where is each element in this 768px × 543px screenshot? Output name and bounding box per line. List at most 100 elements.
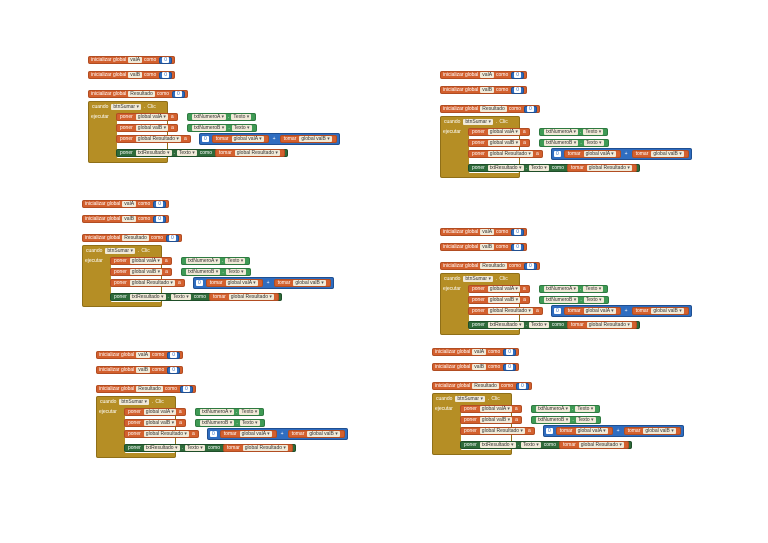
component-dropdown[interactable]: txtResultado [487,165,524,171]
number-value[interactable]: 0 [210,431,217,437]
number-block[interactable]: 0 [180,385,193,393]
var-dropdown[interactable]: global valB [135,125,169,131]
component-dropdown[interactable]: txtResultado [487,322,524,328]
number-value[interactable]: 0 [527,263,534,269]
var-dropdown[interactable]: global valA [487,286,520,292]
get-global-valA-block[interactable]: tomar global valA [563,150,621,158]
set-txtResultado-text-block[interactable]: poner txtResultado . Texto como tomar gl… [110,293,282,301]
number-value[interactable]: 0 [519,383,526,389]
set-global-valA-block[interactable]: poner global valA a [116,113,178,121]
set-global-valB-block[interactable]: poner global valB a [468,296,530,304]
set-global-resultado-block[interactable]: poner global Resultado a [460,427,535,435]
var-dropdown[interactable]: global Resultado [228,294,274,300]
set-global-valB-block[interactable]: poner global valB a [468,139,530,147]
number-block[interactable]: 0 [167,351,181,359]
set-global-valA-block[interactable]: poner global valA a [460,405,522,413]
number-block[interactable]: 0 [524,262,537,270]
number-value[interactable]: 0 [546,428,553,434]
init-global-resultado-block[interactable]: inicializar global Resultado como 0 [440,262,540,270]
set-global-valA-block[interactable]: poner global valA a [468,128,530,136]
get-global-resultado-block[interactable]: tomar global Resultado [566,321,637,329]
init-global-valA-block[interactable]: inicializar global valA como 0 [82,200,170,208]
set-global-resultado-block[interactable]: poner global Resultado a [468,307,543,315]
number-value[interactable]: 0 [196,280,203,286]
number-block[interactable]: 0 [172,90,185,98]
number-value[interactable]: 0 [554,151,561,157]
var-dropdown[interactable]: global Resultado [479,428,525,434]
event-component-dropdown[interactable]: btnSumar [463,119,493,125]
get-global-resultado-block[interactable]: tomar global Resultado [558,441,629,449]
var-dropdown[interactable]: global valB [307,431,340,437]
var-name-field[interactable]: valB [480,87,495,93]
event-component-dropdown[interactable]: btnSumar [119,399,149,405]
var-dropdown[interactable]: global Resultado [487,308,533,314]
var-name-field[interactable]: Resultado [128,91,155,97]
get-global-valB-block[interactable]: tomar global valB [631,307,689,315]
var-dropdown[interactable]: global Resultado [135,136,181,142]
number-value[interactable]: 0 [527,106,534,112]
number-block[interactable]: 0 [511,71,525,79]
component-dropdown[interactable]: txtResultado [129,294,166,300]
number-value[interactable]: 0 [183,386,190,392]
property-dropdown[interactable]: Texto [176,150,197,156]
math-add-block[interactable]: 0 tomar global valA + tomar global valB [543,425,684,437]
number-value[interactable]: 0 [514,72,522,78]
property-dropdown[interactable]: Texto [575,417,596,423]
get-global-valA-block[interactable]: tomar global valA [219,430,277,438]
property-dropdown[interactable]: Texto [170,294,191,300]
get-global-resultado-block[interactable]: tomar global Resultado [214,149,285,157]
var-dropdown[interactable]: global valA [143,409,176,415]
var-name-field[interactable]: Resultado [472,383,499,389]
init-global-valB-block[interactable]: inicializar global valB como 0 [96,366,184,374]
set-txtResultado-text-block[interactable]: poner txtResultado . Texto como tomar gl… [468,321,640,329]
var-dropdown[interactable]: global Resultado [487,151,533,157]
number-block[interactable]: 0 [153,215,167,223]
txtNumeroA-text-getter[interactable]: txtNumeroA . Texto [187,113,257,121]
txtNumeroA-text-getter[interactable]: txtNumeroA . Texto [531,405,601,413]
init-global-valA-block[interactable]: inicializar global valA como 0 [88,56,176,64]
var-name-field[interactable]: valA [480,72,495,78]
component-dropdown[interactable]: txtResultado [479,442,516,448]
component-dropdown[interactable]: txtNumeroB [192,125,227,131]
number-block[interactable]: 0 [167,366,181,374]
init-global-valB-block[interactable]: inicializar global valB como 0 [432,363,520,371]
number-value[interactable]: 0 [170,367,178,373]
property-dropdown[interactable]: Texto [520,442,541,448]
var-name-field[interactable]: valB [128,72,143,78]
var-dropdown[interactable]: global Resultado [242,445,288,451]
var-name-field[interactable]: valB [122,216,137,222]
math-add-block[interactable]: 0 tomar global valA + tomar global valB [193,277,334,289]
get-global-valA-block[interactable]: tomar global valA [555,427,613,435]
var-dropdown[interactable]: global valB [129,269,163,275]
txtNumeroB-text-getter[interactable]: txtNumeroB . Texto [531,416,601,424]
number-value[interactable]: 0 [514,244,522,250]
var-dropdown[interactable]: global valA [479,406,512,412]
get-global-valA-block[interactable]: tomar global valA [211,135,269,143]
number-value[interactable]: 0 [156,201,164,207]
number-block[interactable]: 0 [511,86,525,94]
txtNumeroA-text-getter[interactable]: txtNumeroA . Texto [181,257,251,265]
set-txtResultado-text-block[interactable]: poner txtResultado . Texto como tomar gl… [124,444,296,452]
component-dropdown[interactable]: txtNumeroB [544,297,579,303]
set-global-valB-block[interactable]: poner global valB a [460,416,522,424]
var-name-field[interactable]: Resultado [480,106,507,112]
var-name-field[interactable]: valA [136,352,151,358]
init-global-resultado-block[interactable]: inicializar global Resultado como 0 [432,382,532,390]
var-name-field[interactable]: valB [480,244,495,250]
var-dropdown[interactable]: global Resultado [586,165,632,171]
var-name-field[interactable]: valA [122,201,137,207]
number-value[interactable]: 0 [506,349,514,355]
property-dropdown[interactable]: Texto [239,409,260,415]
property-dropdown[interactable]: Texto [583,297,604,303]
number-block[interactable]: 0 [159,71,173,79]
number-block[interactable]: 0 [153,200,167,208]
init-global-valA-block[interactable]: inicializar global valA como 0 [440,71,528,79]
var-dropdown[interactable]: global valB [293,280,326,286]
number-value[interactable]: 0 [170,352,178,358]
set-global-valA-block[interactable]: poner global valA a [124,408,186,416]
number-value[interactable]: 0 [202,136,209,142]
init-global-valA-block[interactable]: inicializar global valA como 0 [96,351,184,359]
event-component-dropdown[interactable]: btnSumar [455,396,485,402]
set-txtResultado-text-block[interactable]: poner txtResultado . Texto como tomar gl… [116,149,288,157]
var-name-field[interactable]: Resultado [122,235,149,241]
